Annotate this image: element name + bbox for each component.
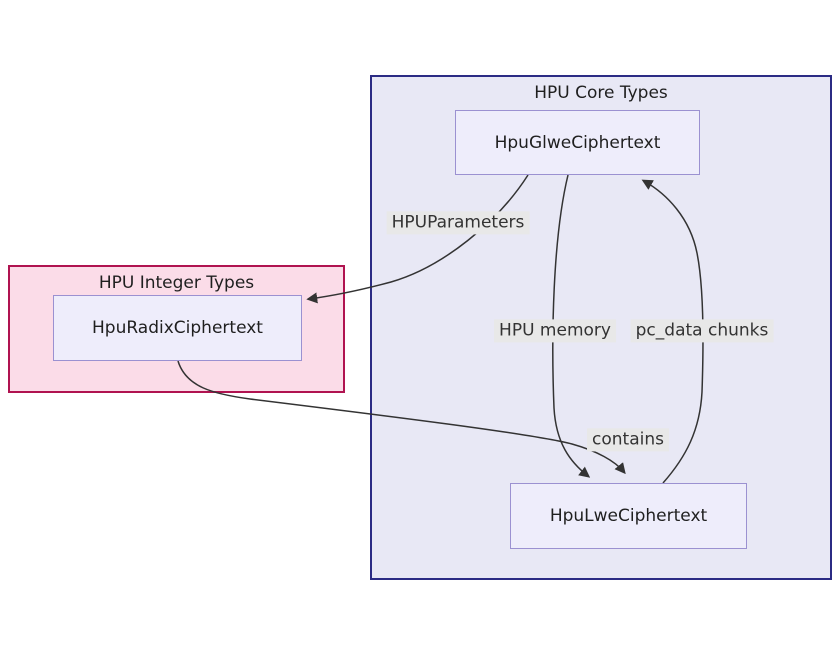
edge-label-hpu-memory: HPU memory	[494, 319, 616, 343]
node-label: HpuLweCiphertext	[549, 506, 708, 526]
edge-label-hpuparameters: HPUParameters	[386, 211, 530, 235]
node-label: HpuRadixCiphertext	[92, 318, 263, 338]
edge-label-pc-data-chunks: pc_data chunks	[630, 319, 774, 343]
node-hpu-glwe-ciphertext: HpuGlweCiphertext	[455, 110, 700, 175]
node-hpu-lwe-ciphertext: HpuLweCiphertext	[510, 483, 747, 549]
edge-lwe-to-glwe	[641, 179, 704, 484]
cluster-title: HPU Core Types	[534, 83, 668, 103]
cluster-title: HPU Integer Types	[98, 273, 255, 293]
edge-label-contains: contains	[587, 428, 669, 452]
node-label: HpuGlweCiphertext	[494, 132, 661, 153]
node-hpu-radix-ciphertext: HpuRadixCiphertext	[53, 295, 302, 361]
edge-radix-to-lwe	[177, 360, 626, 475]
edge-glwe-to-radix	[306, 174, 529, 304]
edge-glwe-to-lwe	[552, 174, 591, 478]
